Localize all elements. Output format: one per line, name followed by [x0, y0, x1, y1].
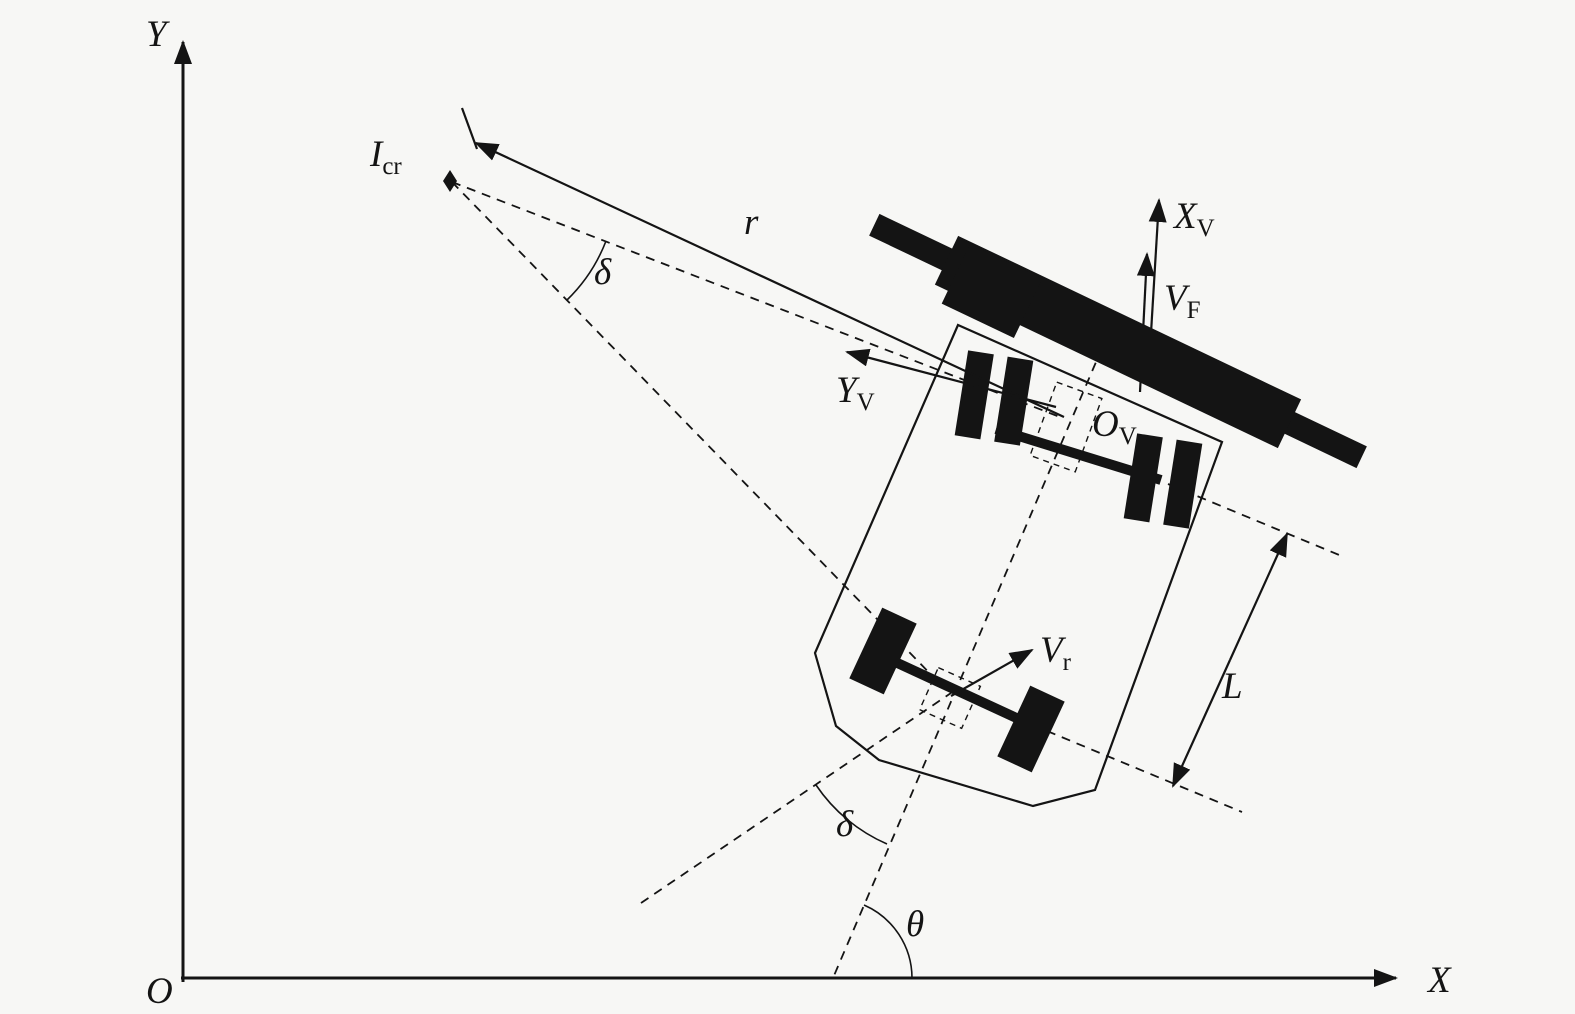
- rear-velocity-label: Vr: [1040, 630, 1072, 676]
- theta-label: θ: [906, 904, 924, 945]
- radius-end-tick: [460, 107, 479, 150]
- front-left-wheel: [954, 350, 1034, 446]
- rear-velocity-arrow: [950, 649, 1034, 697]
- turn-radius-line: [474, 142, 1065, 418]
- icr-point: [443, 170, 457, 192]
- front-right-wheel: [1123, 433, 1203, 529]
- front-axle-center-marker: [1029, 381, 1103, 473]
- rear-axle-extension-dashed-line: [1046, 730, 1243, 813]
- delta-icr-label: δ: [594, 252, 612, 293]
- icr-to-rear-axle-dashed-line: [451, 181, 947, 691]
- front-velocity-label: VF: [1164, 278, 1201, 324]
- y-vehicle-label: YV: [836, 370, 875, 416]
- wheelbase-dimension-arrow: [1171, 532, 1289, 788]
- x-vehicle-axis-arrow: [1148, 198, 1167, 334]
- x-axis-label: X: [1426, 960, 1452, 1001]
- y-axis-label: Y: [146, 14, 170, 55]
- x-vehicle-label: XV: [1172, 196, 1215, 242]
- theta-arc: [863, 904, 913, 979]
- construction-lines: [451, 181, 1345, 979]
- y-vehicle-axis-arrow: [845, 348, 1057, 409]
- origin-label: O: [146, 971, 173, 1012]
- rear-axle-center-marker: [918, 666, 982, 730]
- front-velocity-arrow: [1136, 252, 1155, 393]
- rear-left-wheel: [849, 607, 917, 695]
- icr-label: Icr: [369, 134, 402, 180]
- steered-wheel-direction-dashed-line: [640, 692, 952, 904]
- icr-to-front-axle-dashed-line: [451, 181, 1061, 418]
- implement-boom: [869, 213, 1367, 469]
- delta-steering-label: δ: [836, 804, 854, 845]
- vehicle-origin-label: OV: [1092, 404, 1137, 450]
- vehicle-body-outline: [813, 323, 1224, 808]
- wheelbase-label: L: [1221, 666, 1243, 707]
- turn-radius-label: r: [744, 202, 759, 243]
- delta-arc-at-icr: [566, 240, 607, 301]
- rear-right-wheel: [997, 685, 1065, 773]
- delta-arc-steering: [815, 784, 888, 845]
